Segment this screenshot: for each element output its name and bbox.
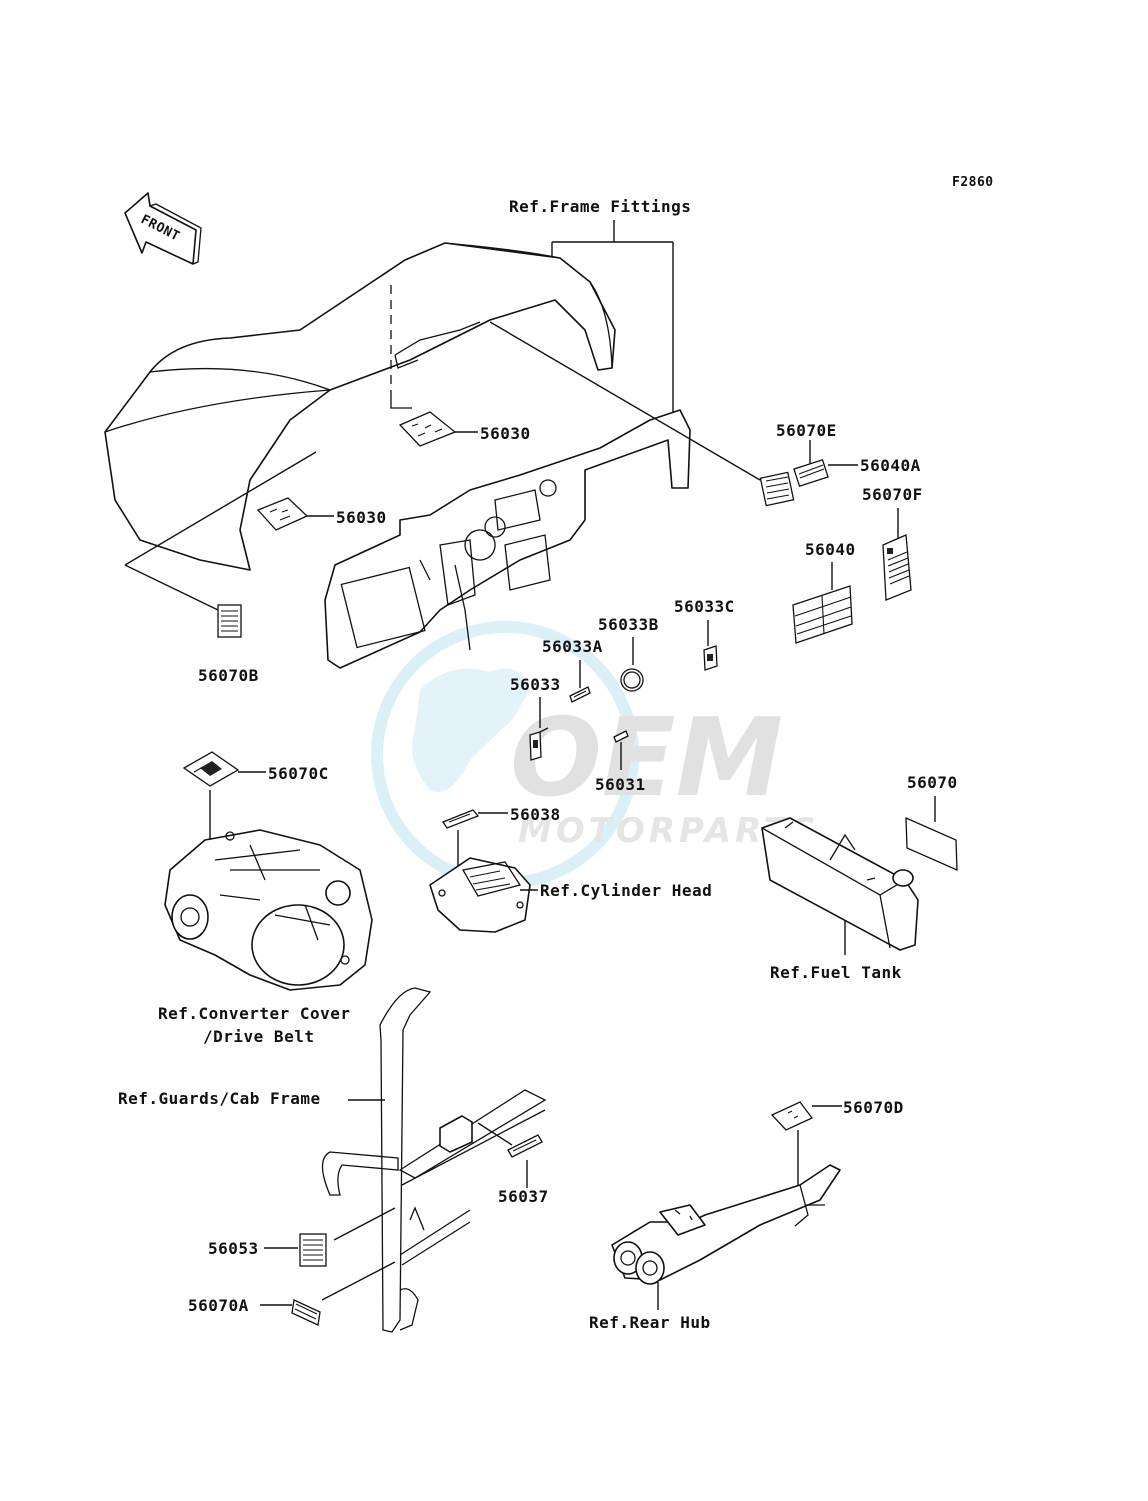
ref-drive-belt: /Drive Belt [203,1027,314,1046]
label-56033B: 56033B [598,615,659,634]
label-56070C: 56070C [268,764,329,783]
label-56033C: 56033C [674,597,735,616]
label-56033A: 56033A [542,637,603,656]
cab-frame: Ref.Guards/Cab Frame [118,987,547,1333]
label-56037: 56037 [498,1187,549,1206]
sticker-56037: 56037 [477,1122,549,1206]
label-56053: 56053 [208,1239,259,1258]
sticker-56070C: 56070C [182,751,329,858]
frame-fittings-leader [551,220,674,418]
sticker-56070A: 56070A [188,1261,396,1326]
sticker-56070B: 56070B [198,604,259,685]
watermark-brand: OEM [510,696,783,821]
sticker-56070F: 56070F [862,485,923,601]
sticker-56033A: 56033A [542,637,603,703]
ref-rear-hub: Ref.Rear Hub [589,1313,711,1332]
dashboard-panel [324,409,691,669]
label-56040: 56040 [805,540,856,559]
sticker-56070: 56070 [905,773,958,872]
sticker-56033: 56033 [510,675,561,761]
watermark: OEM MOTORPARTS [371,621,815,889]
globe-continents [412,668,530,792]
leader-56070B [124,451,317,611]
figure-code: F2860 [952,175,994,190]
ref-guards-cab: Ref.Guards/Cab Frame [118,1089,321,1108]
label-56031: 56031 [595,775,646,794]
rear-hub: Ref.Rear Hub [589,1164,841,1332]
cylinder-head: Ref.Cylinder Head [429,857,712,933]
label-56070E: 56070E [776,421,837,440]
label-56070: 56070 [907,773,958,792]
fuel-tank: Ref.Fuel Tank [761,817,919,982]
label-56070A: 56070A [188,1296,249,1315]
cargo-bed [104,242,616,571]
label-56030-lower: 56030 [336,508,387,527]
label-56030-upper: 56030 [480,424,531,443]
ref-converter-cover: Ref.Converter Cover [158,1004,351,1023]
sticker-56031: 56031 [595,730,646,794]
sticker-56038: 56038 [442,805,561,868]
sticker-56040A: 56040A [793,456,921,488]
sticker-56070D: 56070D [770,1098,904,1190]
label-56070F: 56070F [862,485,923,504]
sticker-56030-lower: 56030 [256,497,387,531]
ref-fuel-tank: Ref.Fuel Tank [770,963,902,982]
label-56033: 56033 [510,675,561,694]
ref-frame-fittings: Ref.Frame Fittings [509,197,691,216]
sticker-56040: 56040 [792,540,856,644]
sticker-56033C: 56033C [674,597,735,671]
sticker-56033B: 56033B [598,615,659,692]
sticker-56053: 56053 [208,1207,396,1267]
sticker-56070E: 56070E [759,421,837,507]
label-56070D: 56070D [843,1098,904,1117]
ref-cylinder-head: Ref.Cylinder Head [540,881,712,900]
leader-56070E-bed [489,321,761,481]
converter-cover: Ref.Converter Cover /Drive Belt [158,829,373,1046]
label-56038: 56038 [510,805,561,824]
front-arrow-icon: FRONT [124,192,202,265]
label-56070B: 56070B [198,666,259,685]
label-56040A: 56040A [860,456,921,475]
sticker-56030-upper: 56030 [398,411,531,447]
